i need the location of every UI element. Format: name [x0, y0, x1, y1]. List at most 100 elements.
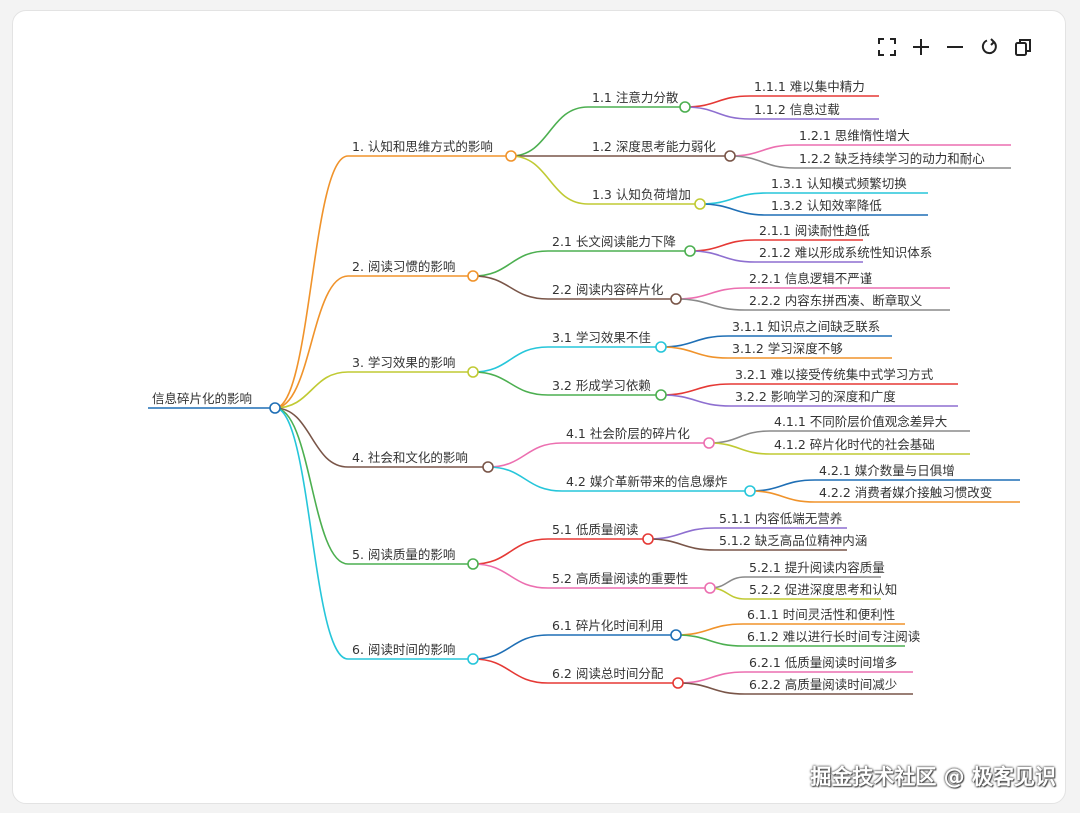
node-5-1-2-label[interactable]: 5.1.2 缺乏高品位精神内涵 [719, 533, 867, 548]
edge-1-3 [510, 155, 589, 205]
root-node-dot[interactable] [269, 402, 281, 414]
edge-4-1 [487, 442, 563, 468]
node-4-2-1-label[interactable]: 4.2.1 媒介数量与日俱增 [819, 463, 955, 478]
node-2-2-1-label[interactable]: 2.2.1 信息逻辑不严谨 [749, 271, 872, 286]
edge-6-2-1 [677, 671, 746, 684]
copy-icon [1015, 39, 1031, 56]
node-2-2-dot[interactable] [670, 293, 682, 305]
edge-3-1-2 [660, 346, 729, 359]
node-5-1-dot[interactable] [642, 533, 654, 545]
node-6-1-dot[interactable] [670, 629, 682, 641]
edge-4-2 [487, 466, 563, 492]
node-1-1-2-label[interactable]: 1.1.2 信息过载 [754, 102, 840, 117]
zoom-out-button[interactable] [944, 36, 966, 58]
edge-2-1 [472, 250, 549, 277]
node-3-2-2-label[interactable]: 3.2.2 影响学习的深度和广度 [735, 389, 896, 404]
node-5-1-1-label[interactable]: 5.1.1 内容低端无营养 [719, 511, 842, 526]
node-4-1-label[interactable]: 4.1 社会阶层的碎片化 [566, 426, 690, 441]
node-6-2-dot[interactable] [672, 677, 684, 689]
node-1-2-dot[interactable] [724, 150, 736, 162]
node-2-1-2-label[interactable]: 2.1.2 难以形成系统性知识体系 [759, 245, 932, 260]
node-3-2-dot[interactable] [655, 389, 667, 401]
edge-root-1 [274, 155, 349, 409]
edge-6-1 [472, 634, 549, 660]
zoom-in-icon [913, 39, 929, 55]
node-6-1-2-label[interactable]: 6.1.2 难以进行长时间专注阅读 [747, 629, 920, 644]
node-3-2-label[interactable]: 3.2 形成学习依赖 [552, 378, 651, 393]
node-1-3-2-label[interactable]: 1.3.2 认知效率降低 [771, 198, 882, 213]
edge-1-1-1 [684, 95, 751, 108]
edge-1-2-2 [729, 155, 796, 169]
root-node-label[interactable]: 信息碎片化的影响 [152, 391, 252, 406]
node-1-1-label[interactable]: 1.1 注意力分散 [592, 90, 679, 105]
node-4-2-label[interactable]: 4.2 媒介革新带来的信息爆炸 [566, 474, 728, 489]
node-4-1-2-label[interactable]: 4.1.2 碎片化时代的社会基础 [774, 437, 935, 452]
node-4-1-1-label[interactable]: 4.1.1 不同阶层价值观念差异大 [774, 414, 947, 429]
node-6-dot[interactable] [467, 653, 479, 665]
node-4-label[interactable]: 4. 社会和文化的影响 [352, 450, 468, 465]
node-4-1-dot[interactable] [703, 437, 715, 449]
zoom-out-icon [947, 46, 963, 48]
node-2-1-label[interactable]: 2.1 长文阅读能力下降 [552, 234, 676, 249]
node-5-2-dot[interactable] [704, 582, 716, 594]
reset-view-button[interactable] [978, 36, 1000, 58]
node-2-2-2-label[interactable]: 2.2.2 内容东拼西凑、断章取义 [749, 293, 923, 308]
node-2-label[interactable]: 2. 阅读习惯的影响 [352, 259, 455, 274]
node-1-3-label[interactable]: 1.3 认知负荷增加 [592, 187, 691, 202]
reset-icon [981, 38, 997, 55]
node-4-2-dot[interactable] [744, 485, 756, 497]
edge-3-1 [472, 346, 549, 373]
edge-root-4 [274, 407, 349, 468]
fullscreen-button[interactable] [876, 36, 898, 58]
node-6-2-2-label[interactable]: 6.2.2 高质量阅读时间减少 [749, 677, 897, 692]
edge-1-3-2 [699, 203, 768, 216]
node-1-dot[interactable] [505, 150, 517, 162]
node-4-dot[interactable] [482, 461, 494, 473]
node-3-1-dot[interactable] [655, 341, 667, 353]
edge-6-2-2 [677, 682, 746, 695]
node-6-1-label[interactable]: 6.1 碎片化时间利用 [552, 618, 663, 633]
edge-1-1 [510, 106, 589, 157]
node-2-2-label[interactable]: 2.2 阅读内容碎片化 [552, 282, 664, 297]
node-1-2-label[interactable]: 1.2 深度思考能力弱化 [592, 139, 716, 154]
edge-6-1-1 [675, 623, 744, 636]
node-5-2-label[interactable]: 5.2 高质量阅读的重要性 [552, 571, 688, 586]
edge-2-1-2 [689, 250, 756, 263]
node-3-2-1-label[interactable]: 3.2.1 难以接受传统集中式学习方式 [735, 367, 934, 382]
node-1-1-dot[interactable] [679, 101, 691, 113]
node-2-dot[interactable] [467, 270, 479, 282]
zoom-in-button[interactable] [910, 36, 932, 58]
copy-button[interactable] [1012, 36, 1034, 58]
node-3-1-label[interactable]: 3.1 学习效果不佳 [552, 330, 651, 345]
node-1-1-1-label[interactable]: 1.1.1 难以集中精力 [754, 79, 865, 94]
node-3-label[interactable]: 3. 学习效果的影响 [352, 355, 455, 370]
node-6-2-label[interactable]: 6.2 阅读总时间分配 [552, 666, 664, 681]
node-3-1-1-label[interactable]: 3.1.1 知识点之间缺乏联系 [732, 319, 880, 334]
node-1-3-dot[interactable] [694, 198, 706, 210]
node-1-label[interactable]: 1. 认知和思维方式的影响 [352, 139, 493, 154]
edge-4-2-1 [749, 479, 816, 492]
node-2-1-dot[interactable] [684, 245, 696, 257]
node-3-dot[interactable] [467, 366, 479, 378]
node-2-1-1-label[interactable]: 2.1.1 阅读耐性趋低 [759, 223, 870, 238]
edge-4-1-1 [708, 430, 771, 444]
node-1-2-1-label[interactable]: 1.2.1 思维惰性增大 [799, 128, 910, 143]
edge-5-1 [472, 538, 549, 565]
edge-6-1-2 [675, 634, 744, 647]
node-5-2-2-label[interactable]: 5.2.2 促进深度思考和认知 [749, 582, 897, 597]
edge-2-2 [472, 275, 549, 300]
edge-6-2 [472, 658, 549, 684]
node-3-1-2-label[interactable]: 3.1.2 学习深度不够 [732, 341, 843, 356]
node-5-label[interactable]: 5. 阅读质量的影响 [352, 547, 455, 562]
node-1-2-2-label[interactable]: 1.2.2 缺乏持续学习的动力和耐心 [799, 151, 985, 166]
node-6-1-1-label[interactable]: 6.1.1 时间灵活性和便利性 [747, 607, 895, 622]
node-5-dot[interactable] [467, 558, 479, 570]
node-1-3-1-label[interactable]: 1.3.1 认知模式频繁切换 [771, 176, 907, 191]
node-6-2-1-label[interactable]: 6.2.1 低质量阅读时间增多 [749, 655, 897, 670]
edge-root-6 [274, 407, 349, 660]
node-4-2-2-label[interactable]: 4.2.2 消费者媒介接触习惯改变 [819, 485, 992, 500]
node-6-label[interactable]: 6. 阅读时间的影响 [352, 642, 455, 657]
node-5-2-1-label[interactable]: 5.2.1 提升阅读内容质量 [749, 560, 885, 575]
node-5-1-label[interactable]: 5.1 低质量阅读 [552, 522, 638, 537]
